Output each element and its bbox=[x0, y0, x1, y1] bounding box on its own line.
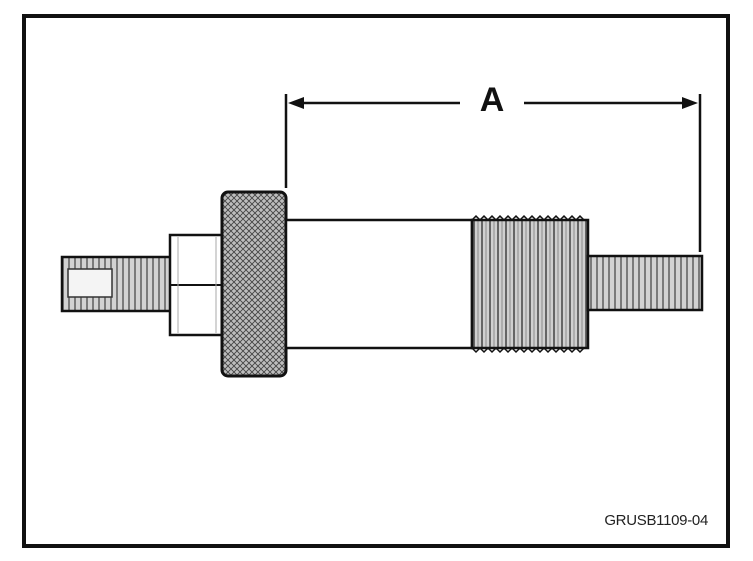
figure-code: GRUSB1109-04 bbox=[604, 512, 708, 529]
smooth-body bbox=[284, 218, 474, 350]
dimension-a bbox=[284, 94, 702, 252]
knurled-collar bbox=[220, 190, 288, 378]
left-threaded-stud bbox=[60, 255, 176, 313]
right-threaded-stud bbox=[586, 254, 704, 312]
hex-nut bbox=[168, 233, 226, 337]
arrow-right-icon bbox=[682, 97, 698, 109]
dimension-label: A bbox=[466, 80, 518, 120]
arrow-left-icon bbox=[288, 97, 304, 109]
large-threaded-section bbox=[470, 214, 590, 354]
